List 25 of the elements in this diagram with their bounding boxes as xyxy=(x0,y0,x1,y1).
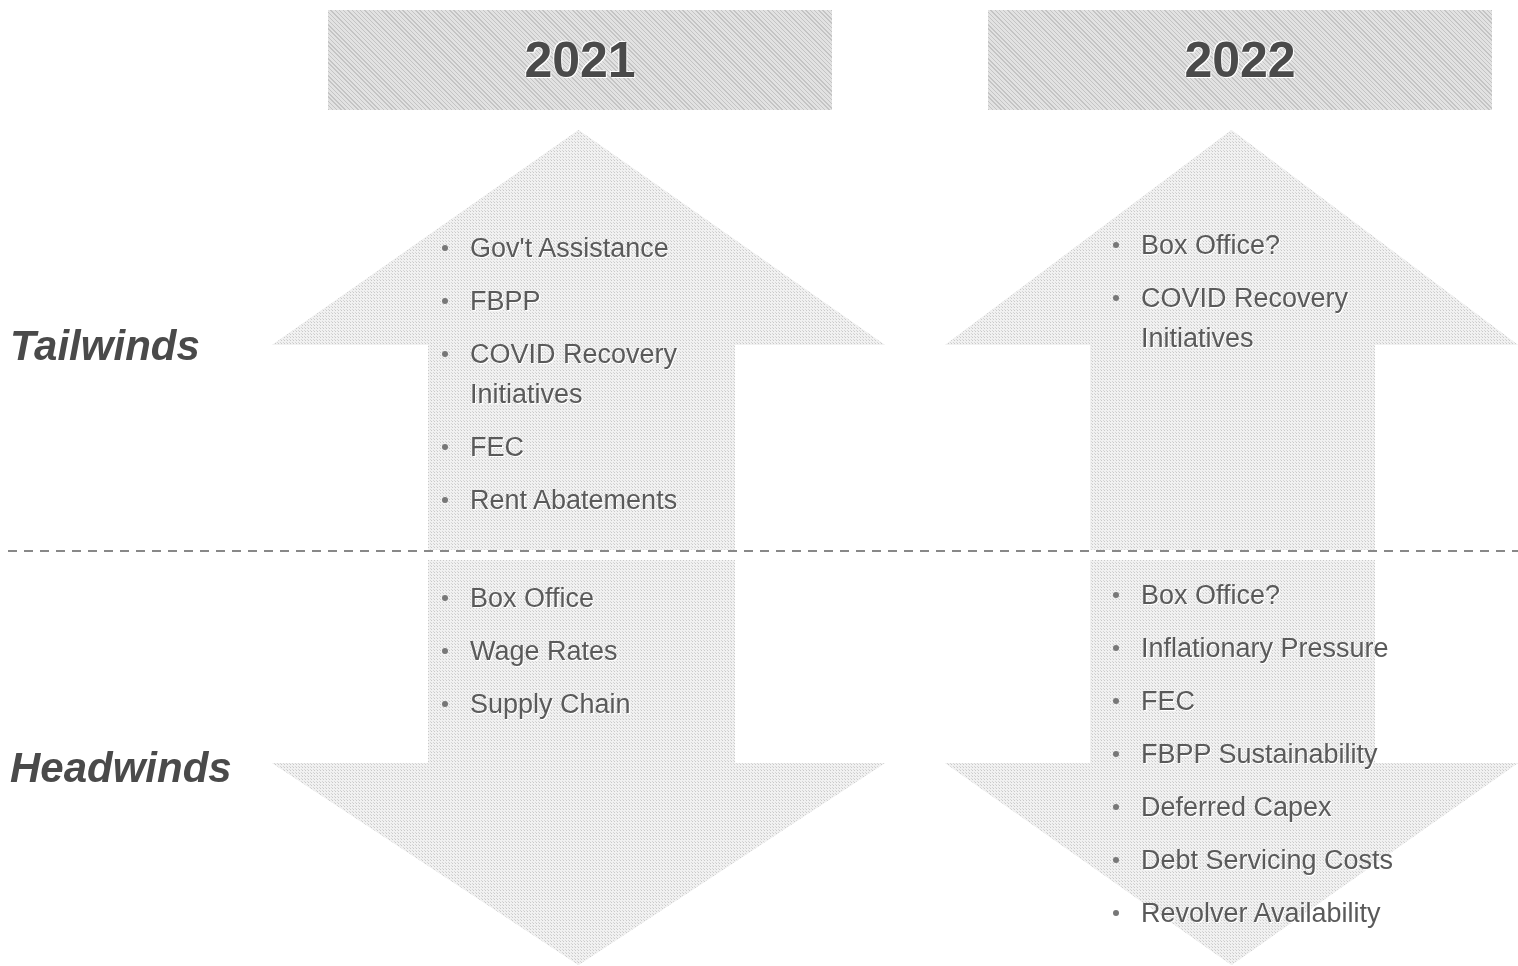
bullet-item: Debt Servicing Costs xyxy=(1108,840,1508,880)
bullet-item: Box Office? xyxy=(1108,225,1408,265)
down-pointing-panel xyxy=(945,560,1518,965)
bullet-item: Rent Abatements xyxy=(437,480,737,520)
bullet-item: COVID Recovery Initiatives xyxy=(437,334,737,414)
bullet-item: FBPP xyxy=(437,281,737,321)
bullet-item: FBPP Sustainability xyxy=(1108,734,1508,774)
year-header-box: 2021 xyxy=(328,10,832,110)
bullet-item: Gov't Assistance xyxy=(437,228,737,268)
row-label: Headwinds xyxy=(10,744,232,792)
bullet-item: FEC xyxy=(437,427,737,467)
bullet-item: Supply Chain xyxy=(437,684,737,724)
bullet-item: Revolver Availability xyxy=(1108,893,1508,933)
up-pointing-panel xyxy=(272,130,885,550)
bullet-item: Box Office? xyxy=(1108,575,1508,615)
down-pointing-panel xyxy=(272,560,885,965)
bullet-item: Box Office xyxy=(437,578,737,618)
row-label: Tailwinds xyxy=(10,322,200,370)
bullet-item: FEC xyxy=(1108,681,1508,721)
bullet-item: COVID Recovery Initiatives xyxy=(1108,278,1408,358)
bullet-item: Wage Rates xyxy=(437,631,737,671)
year-header-box: 2022 xyxy=(988,10,1492,110)
bullet-item: Deferred Capex xyxy=(1108,787,1508,827)
bullet-item: Inflationary Pressure xyxy=(1108,628,1508,668)
up-pointing-panel xyxy=(945,130,1518,550)
